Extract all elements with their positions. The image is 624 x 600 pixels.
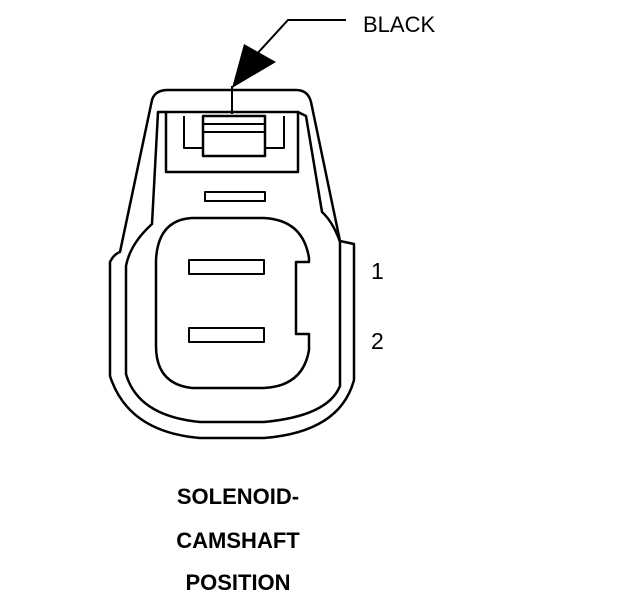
latch-tab <box>201 114 267 158</box>
title-line-3: POSITION <box>185 570 290 595</box>
callout-arrowhead <box>232 44 276 88</box>
housing-outer-shell <box>108 88 356 440</box>
callout-leader-line <box>243 19 346 69</box>
connector-housing <box>108 88 356 440</box>
housing-inner-line <box>124 110 342 424</box>
title-line-2: CAMSHAFT <box>176 528 300 553</box>
pin-label-2: 2 <box>371 328 384 354</box>
title-line-1: SOLENOID- <box>177 484 299 509</box>
pin-label-1: 1 <box>371 258 384 284</box>
component-title: SOLENOID- CAMSHAFT POSITION <box>176 484 300 595</box>
latch-right-ear <box>265 116 285 149</box>
latch-outline <box>164 110 300 174</box>
latch-left-ear <box>183 116 203 149</box>
terminal-slot-1 <box>188 259 265 275</box>
keying-nub <box>204 191 266 202</box>
wire-color-callout: BLACK <box>231 12 435 114</box>
terminal-cavity <box>154 216 311 390</box>
terminal-slot-2 <box>188 327 265 343</box>
wire-color-label: BLACK <box>363 12 435 37</box>
